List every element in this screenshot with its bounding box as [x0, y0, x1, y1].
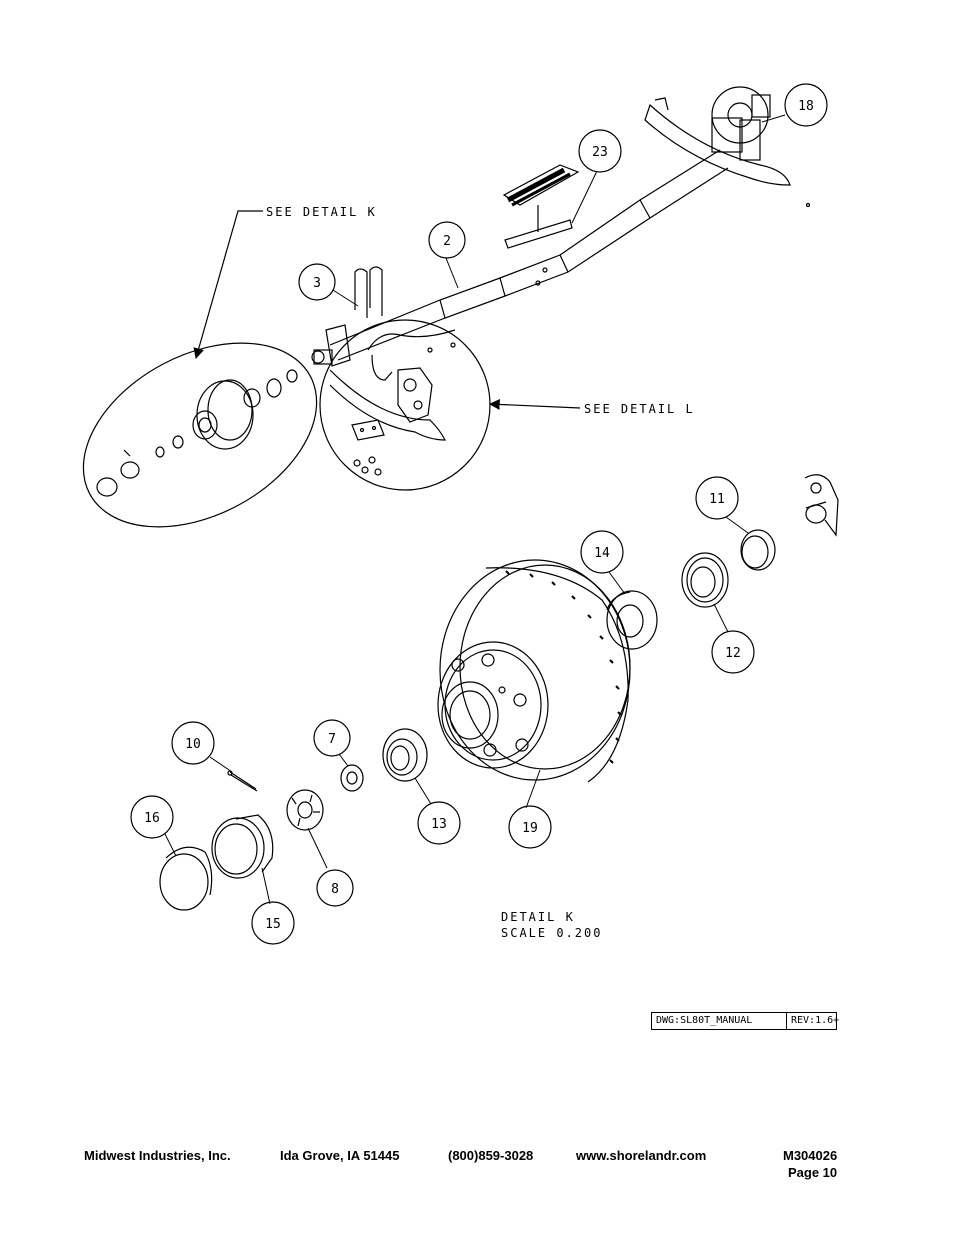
callout-3-label: 3	[313, 276, 321, 291]
mini-hub	[96, 369, 298, 497]
drawing-number: DWG:SL80T_MANUAL	[656, 1015, 753, 1026]
nuts-small	[353, 202, 811, 476]
see-detail-k-leader	[193, 210, 263, 360]
see-detail-l-label: SEE DETAIL L	[584, 402, 695, 416]
drawing-title-block: DWG:SL80T_MANUAL REV:1.6+	[651, 1012, 840, 1030]
callout-11-circle	[695, 476, 739, 520]
footer-doc-number: M304026	[783, 1148, 838, 1163]
part-12-race	[681, 552, 729, 608]
part-10-cotter-pin	[227, 770, 258, 792]
callout-23-label: 23	[592, 145, 608, 160]
callout-3-circle	[298, 263, 336, 301]
footer-company: Midwest Industries, Inc.	[84, 1148, 231, 1163]
callout-14-label: 14	[594, 546, 610, 561]
callout-7-circle	[313, 719, 351, 757]
footer-website: www.shorelandr.com	[576, 1148, 707, 1163]
callout-12-label: 12	[725, 646, 741, 661]
rotor-vent-holes	[505, 570, 622, 764]
fender-bracket	[502, 164, 580, 249]
spindle-left	[311, 349, 333, 365]
leaf-spring-right	[644, 97, 791, 186]
footer-page-number: Page 10	[788, 1165, 838, 1180]
mount-plate	[351, 419, 385, 441]
callout-8-circle	[316, 869, 354, 907]
leader-lines	[164, 114, 786, 905]
callout-16-circle	[130, 795, 174, 839]
page-footer: Midwest Industries, Inc. Ida Grove, IA 5…	[0, 1148, 954, 1188]
part-7-washer	[340, 764, 364, 792]
callout-13-circle	[417, 801, 461, 845]
brake-wiring	[367, 329, 456, 381]
callout-11-label: 11	[709, 492, 725, 507]
spring-plate	[325, 324, 351, 367]
callout-10-circle	[171, 721, 215, 765]
callout-12-circle	[711, 630, 755, 674]
callout-19-circle	[508, 805, 552, 849]
partial-hub-right	[804, 474, 839, 537]
title-block-divider	[786, 1013, 787, 1029]
callout-7-label: 7	[328, 732, 336, 747]
callout-2-circle	[428, 221, 466, 259]
callout-13-label: 13	[431, 817, 447, 832]
detail-k-scale: SCALE 0.200	[501, 926, 602, 940]
callout-18-label: 18	[798, 99, 814, 114]
u-bolt	[354, 266, 383, 318]
leaf-spring-left	[329, 369, 446, 441]
detail-k-ellipse	[82, 342, 318, 528]
callout-8-label: 8	[331, 882, 339, 897]
callout-23-circle	[578, 129, 622, 173]
callout-15-label: 15	[265, 917, 281, 932]
part-14-seal	[606, 590, 658, 650]
part-8-castle-nut	[286, 789, 324, 831]
see-detail-l-leader	[488, 399, 581, 410]
see-detail-k-label: SEE DETAIL K	[266, 205, 377, 219]
part-11-bearing	[740, 529, 776, 571]
callout-19-label: 19	[522, 821, 538, 836]
callout-2-label: 2	[443, 234, 451, 249]
footer-phone: (800)859-3028	[448, 1148, 534, 1163]
brake-assembly-left	[397, 367, 433, 423]
detail-k-title: DETAIL K	[501, 910, 575, 924]
part-13-bearing	[382, 728, 428, 782]
hub-right	[711, 86, 771, 161]
part-16-dust-cap	[159, 846, 213, 911]
callout-16-label: 16	[144, 811, 160, 826]
callout-15-circle	[251, 901, 295, 945]
callout-18-circle	[784, 83, 828, 127]
drawing-revision: REV:1.6+	[791, 1015, 840, 1026]
brake-rotor	[437, 559, 631, 783]
callout-10-label: 10	[185, 737, 201, 752]
detail-l-circle	[319, 319, 491, 491]
footer-city: Ida Grove, IA 51445	[280, 1148, 400, 1163]
part-15-bearing-cap	[211, 814, 274, 879]
callout-14-circle	[580, 530, 624, 574]
